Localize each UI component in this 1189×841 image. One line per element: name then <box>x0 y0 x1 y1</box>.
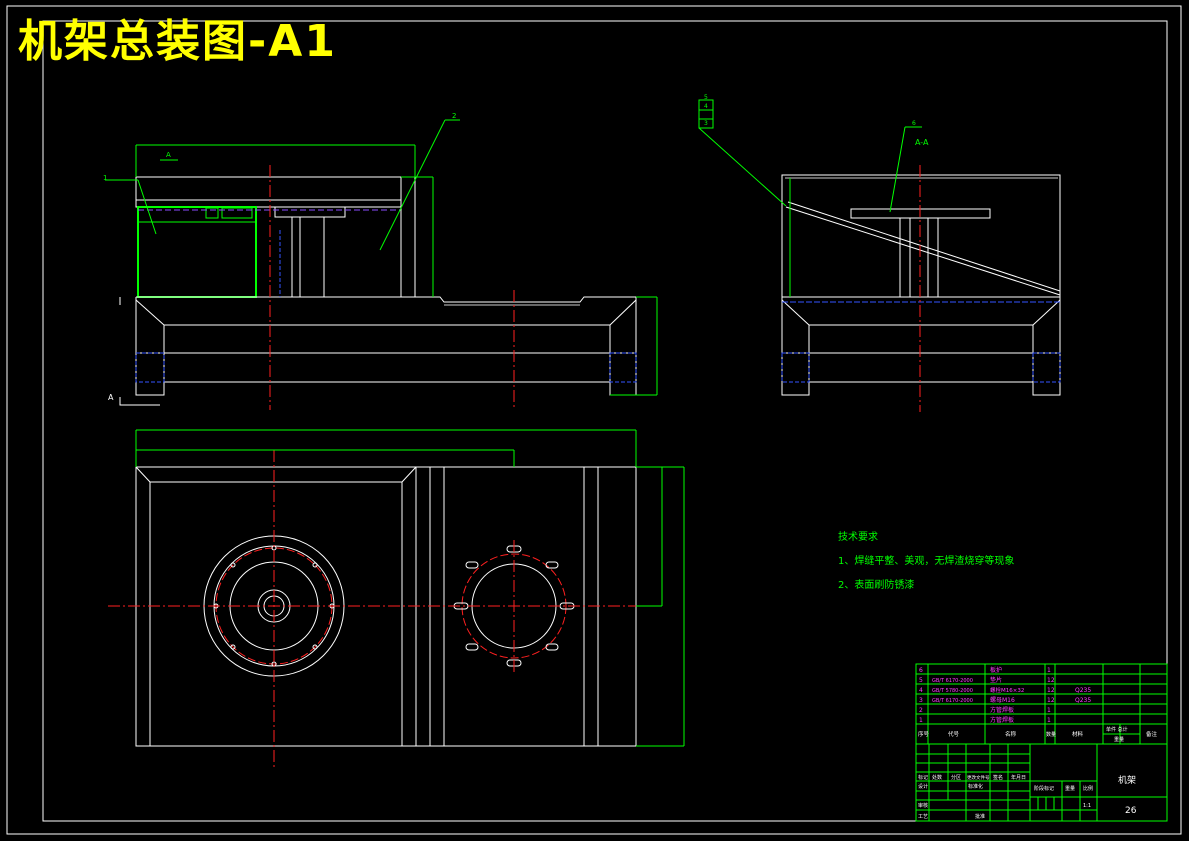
technical-requirements: 技术要求 1、焊缝平整、美观，无焊渣烧穿等现象 2、表面刷防锈漆 <box>838 526 1014 598</box>
bom-header-weight: 单件 总计 <box>1106 726 1128 733</box>
tb-ratio: 比例 <box>1083 785 1093 792</box>
bom-mat: Q235 <box>1075 697 1091 704</box>
bom-name: 垫片 <box>990 676 1002 684</box>
bom-header-no: 序号 <box>918 730 930 738</box>
bom-header-qty: 数量 <box>1046 731 1056 738</box>
tb-part-name: 机架 <box>1118 774 1136 786</box>
tb-scale: 1:1 <box>1083 803 1091 809</box>
bom-qty: 12 <box>1047 697 1055 704</box>
bom-qty: 1 <box>1047 707 1051 714</box>
tb-sheet-no: 26 <box>1125 806 1137 816</box>
bom-no: 4 <box>919 687 923 694</box>
tb-mark: 标记 <box>918 774 928 781</box>
bom-qty: 1 <box>1047 717 1051 724</box>
inner-border <box>42 20 1168 822</box>
bom-no: 6 <box>919 667 923 674</box>
tb-count: 处数 <box>932 774 942 781</box>
callout-1: 1 <box>103 174 107 182</box>
bom-header-mat: 材料 <box>1072 730 1084 738</box>
tech-item-2: 2、表面刷防锈漆 <box>838 580 915 591</box>
top-view <box>108 429 685 770</box>
bom-name: 方管焊板 <box>990 706 1014 714</box>
bom-name: 螺栓M16×32 <box>990 686 1024 694</box>
bom-mat: Q235 <box>1075 687 1091 694</box>
bom-header-std: 代号 <box>948 730 960 738</box>
bom-std: GB/T 6170-2000 <box>932 698 973 704</box>
callout-6: 6 <box>912 120 916 127</box>
tb-signature: 签名 <box>993 774 1003 781</box>
bom-header-name: 名称 <box>1005 730 1017 738</box>
bom-no: 3 <box>919 697 923 704</box>
bom-no: 2 <box>919 707 923 714</box>
tech-heading: 技术要求 <box>838 532 878 543</box>
tb-stage: 阶段标记 <box>1034 785 1054 792</box>
tb-date: 年月日 <box>1011 774 1026 781</box>
callout-2: 2 <box>452 112 456 120</box>
tb-design: 设计 <box>918 783 928 790</box>
tb-review: 审核 <box>918 802 928 809</box>
front-view <box>105 119 658 410</box>
bom-name: 方管焊板 <box>990 716 1014 724</box>
bom-header-weight2: 重量 <box>1114 736 1124 743</box>
section-mark-top: A <box>166 151 171 159</box>
tb-weight: 重量 <box>1065 785 1075 792</box>
side-view <box>698 99 1061 412</box>
section-label: A-A <box>915 138 929 147</box>
callout-3: 3 <box>704 120 708 127</box>
bom-no: 1 <box>919 717 923 724</box>
bom-qty: 12 <box>1047 687 1055 694</box>
title-block <box>915 743 1168 822</box>
tb-standard: 标准化 <box>968 783 983 790</box>
section-mark-bottom: A <box>108 393 114 402</box>
tech-item-1: 1、焊缝平整、美观，无焊渣烧穿等现象 <box>838 556 1015 567</box>
callout-4: 4 <box>704 103 708 110</box>
tb-zone: 分区 <box>951 774 961 781</box>
bom-header-note: 备注 <box>1146 730 1158 738</box>
tb-process: 工艺 <box>918 814 928 820</box>
bom-no: 5 <box>919 677 923 684</box>
bom-name: 螺母M16 <box>990 696 1015 704</box>
bom-qty: 1 <box>1047 667 1051 674</box>
bom-std: GB/T 6170-2000 <box>932 678 973 684</box>
drawing-title: 机架总装图-A1 <box>18 16 337 67</box>
bom-std: GB/T 5780-2000 <box>932 688 973 694</box>
title-block-labels: 标记 处数 分区 更改文件号 签名 年月日 设计 标准化 阶段标记 重量 比例 … <box>918 774 1137 820</box>
tb-change-doc: 更改文件号 <box>967 774 990 781</box>
tb-approve: 批准 <box>975 813 985 820</box>
outer-border <box>6 5 1182 835</box>
callout-5: 5 <box>704 94 708 101</box>
bom-rows: 6 板护 1 5 GB/T 6170-2000 垫片 12 4 GB/T 578… <box>918 666 1158 743</box>
bom-name: 板护 <box>990 666 1002 674</box>
bom-qty: 12 <box>1047 677 1055 684</box>
